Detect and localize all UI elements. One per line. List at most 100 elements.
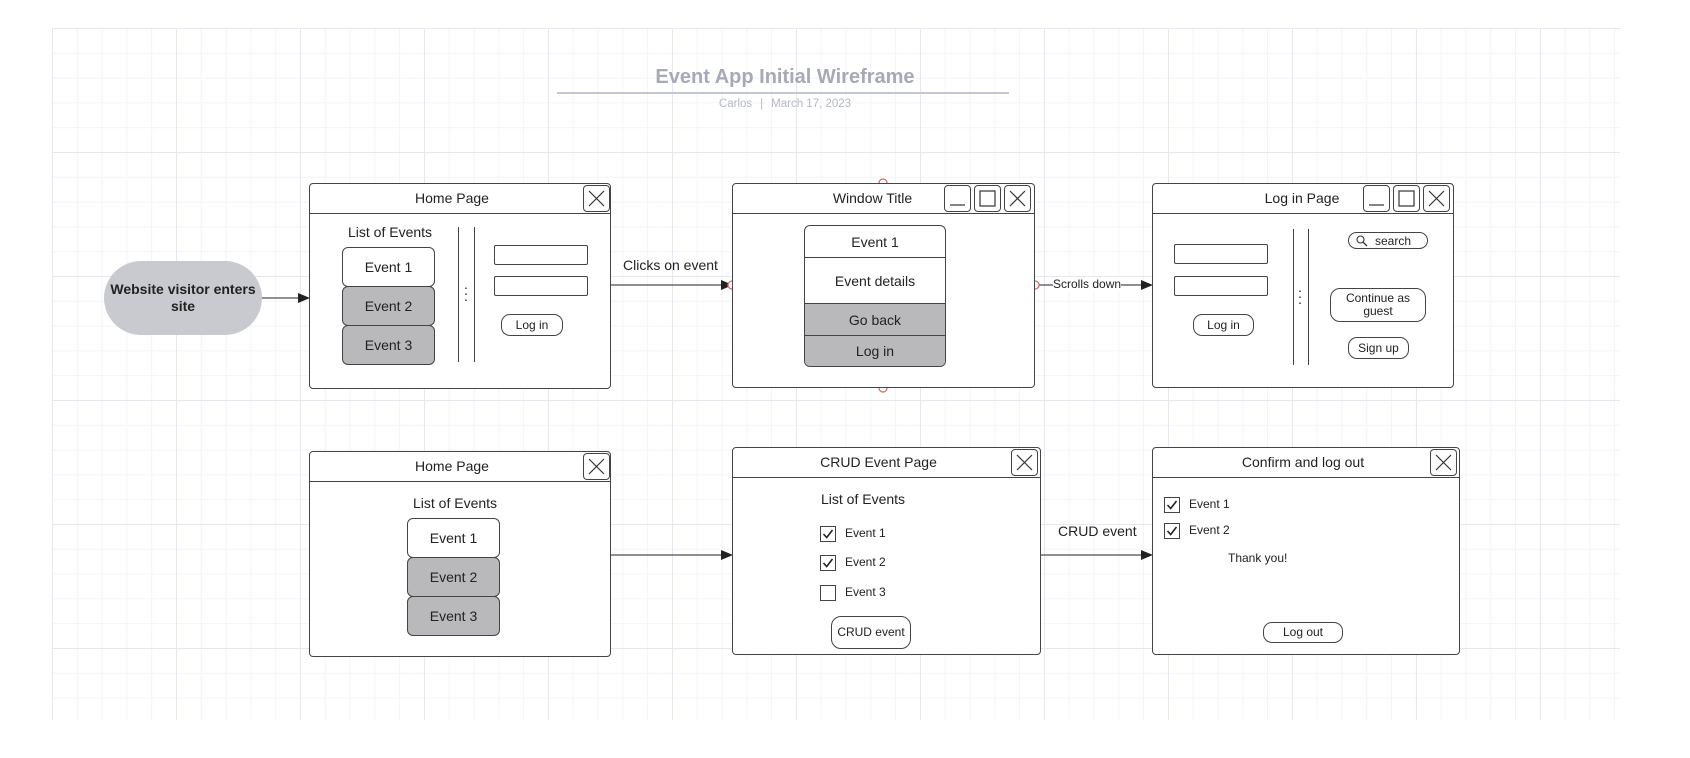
close-icon xyxy=(588,458,605,475)
window-title-text: Home Page xyxy=(415,458,489,474)
event-details-cell: Event details xyxy=(805,258,945,304)
window-title: Home Page xyxy=(310,184,610,214)
event-label: Event 3 xyxy=(364,337,413,353)
event-label: Event 1 xyxy=(364,259,413,275)
window-title: Log in Page xyxy=(1153,184,1453,214)
close-button[interactable] xyxy=(583,185,610,212)
minimize-icon xyxy=(1369,204,1384,206)
event-details: Event details xyxy=(834,272,916,289)
event-item[interactable]: Event 3 xyxy=(342,325,435,365)
crud-event-button[interactable]: CRUD event xyxy=(831,616,911,649)
search-placeholder: search xyxy=(1375,233,1412,248)
close-icon xyxy=(1016,454,1033,471)
close-button[interactable] xyxy=(1430,449,1457,476)
window-title-text: Confirm and log out xyxy=(1241,454,1365,470)
checkbox-label: Event 2 xyxy=(845,555,886,569)
minimize-icon xyxy=(950,204,965,206)
password-field[interactable] xyxy=(1174,276,1268,296)
checkmark-icon xyxy=(822,558,834,568)
window-title: CRUD Event Page xyxy=(733,448,1040,478)
login-button[interactable]: Log in xyxy=(1193,314,1254,336)
window-title-text: Home Page xyxy=(415,190,489,206)
event-checkbox[interactable] xyxy=(820,585,836,601)
divider xyxy=(1293,229,1294,365)
sign-up-button[interactable]: Sign up xyxy=(1348,337,1409,359)
window-title-text: Log in Page xyxy=(1264,190,1340,206)
checkbox-label: Event 3 xyxy=(845,585,886,599)
start-node-label: Website visitor enters site xyxy=(110,281,256,314)
list-heading: List of Events xyxy=(348,224,433,240)
window-title: Confirm and log out xyxy=(1153,448,1459,478)
maximize-button[interactable] xyxy=(974,185,1001,212)
search-input[interactable]: search xyxy=(1348,232,1428,249)
close-button[interactable] xyxy=(1004,185,1031,212)
username-field[interactable] xyxy=(1174,244,1268,264)
checkbox-label: Event 1 xyxy=(1189,497,1230,511)
byline-separator: | xyxy=(760,98,764,110)
event-login-button[interactable]: Log in xyxy=(805,336,945,366)
event-label: Event 2 xyxy=(364,298,413,314)
event-title-cell: Event 1 xyxy=(805,226,945,258)
connector-label-scrolls-down: Scrolls down xyxy=(1053,277,1122,291)
checkbox-label: Event 1 xyxy=(845,526,886,540)
event-label: Event 2 xyxy=(429,569,478,585)
event-item[interactable]: Event 1 xyxy=(342,247,435,287)
divider xyxy=(1308,229,1309,365)
window-title: Home Page xyxy=(310,452,610,482)
login-button[interactable]: Log in xyxy=(501,314,563,336)
log-out-label: Log out xyxy=(1282,625,1324,639)
diagram-date: March 17, 2023 xyxy=(771,98,852,110)
continue-as-guest-button[interactable]: Continue as guest xyxy=(1330,288,1426,322)
title-underline xyxy=(557,92,1009,94)
sign-up-label: Sign up xyxy=(1358,340,1399,355)
event-checkbox[interactable] xyxy=(1164,523,1180,539)
event-item[interactable]: Event 3 xyxy=(407,596,500,636)
close-icon xyxy=(1428,190,1445,207)
event-detail-card: Event 1 Event details Go back Log in xyxy=(804,225,946,367)
diagram-byline: Carlos|March 17, 2023 xyxy=(560,98,1010,110)
event-checkbox[interactable] xyxy=(1164,497,1180,513)
checkbox-label: Event 2 xyxy=(1189,523,1230,537)
checkmark-icon xyxy=(1166,526,1178,536)
minimize-button[interactable] xyxy=(944,185,971,212)
checkmark-icon xyxy=(1166,500,1178,510)
close-icon xyxy=(588,190,605,207)
password-field[interactable] xyxy=(494,276,588,296)
event-item[interactable]: Event 2 xyxy=(342,286,435,326)
divider xyxy=(458,227,459,362)
event-login-label: Log in xyxy=(855,343,895,359)
confirm-logout-window: Confirm and log out xyxy=(1152,447,1460,655)
event-checkbox[interactable] xyxy=(820,526,836,542)
window-title-text: Window Title xyxy=(832,190,913,206)
close-button[interactable] xyxy=(583,453,610,480)
event-item[interactable]: Event 1 xyxy=(407,518,500,558)
maximize-button[interactable] xyxy=(1393,185,1420,212)
connector-label-clicks-on-event: Clicks on event xyxy=(623,257,718,273)
go-back-label: Go back xyxy=(848,311,902,328)
event-label: Event 1 xyxy=(429,530,478,546)
thank-you-message: Thank you! xyxy=(1228,551,1288,565)
event-checkbox[interactable] xyxy=(820,555,836,571)
go-back-button[interactable]: Go back xyxy=(805,304,945,336)
checkmark-icon xyxy=(822,529,834,539)
log-out-button[interactable]: Log out xyxy=(1263,622,1343,643)
close-button[interactable] xyxy=(1423,185,1450,212)
search-icon xyxy=(1355,234,1369,248)
diagram-title: Event App Initial Wireframe xyxy=(655,66,915,88)
window-title: Window Title xyxy=(733,184,1034,214)
maximize-icon xyxy=(1398,190,1415,207)
event-label: Event 3 xyxy=(429,608,478,624)
minimize-button[interactable] xyxy=(1363,185,1390,212)
close-icon xyxy=(1009,190,1026,207)
more-dots-icon: ··· xyxy=(463,279,469,307)
divider xyxy=(474,227,475,362)
username-field[interactable] xyxy=(494,245,588,265)
connector-label-crud-event: CRUD event xyxy=(1058,523,1137,539)
start-node[interactable]: Website visitor enters site xyxy=(104,261,262,335)
continue-as-guest-label: Continue as guest xyxy=(1345,291,1411,318)
close-button[interactable] xyxy=(1011,449,1038,476)
event-item[interactable]: Event 2 xyxy=(407,557,500,597)
login-button-label: Log in xyxy=(515,317,549,332)
maximize-icon xyxy=(979,190,996,207)
window-title-text: CRUD Event Page xyxy=(820,454,937,470)
